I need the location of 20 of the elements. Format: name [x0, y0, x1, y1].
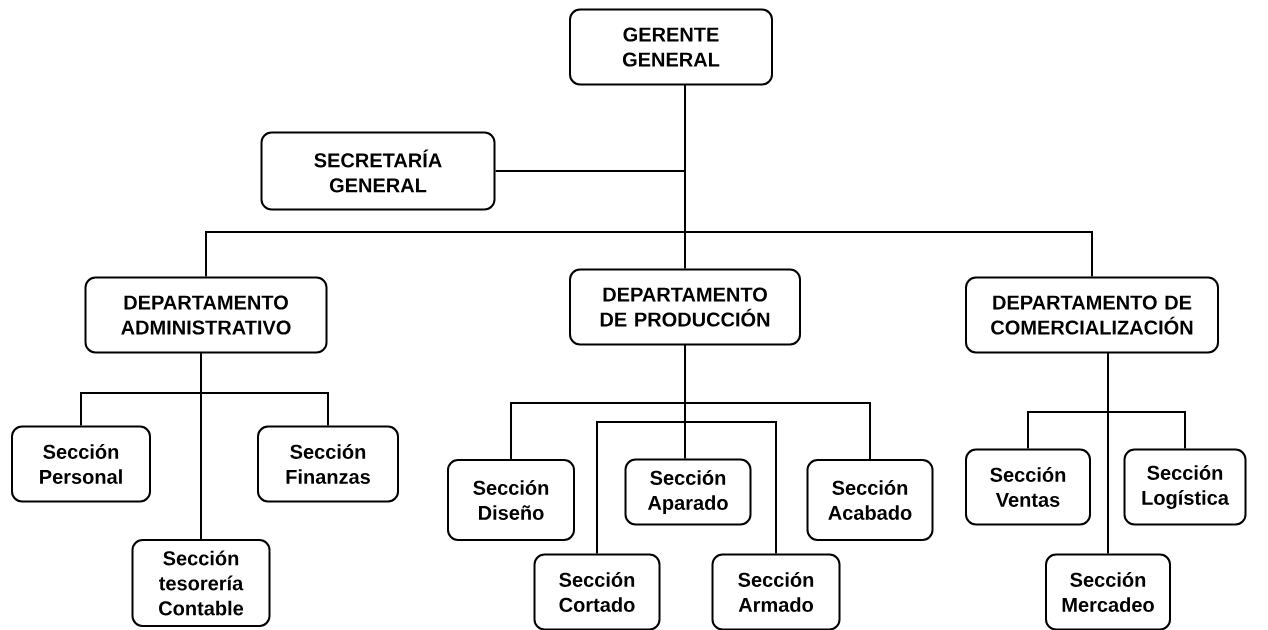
org-box: Sección Aparado	[624, 458, 752, 526]
org-box: Sección Logística	[1123, 448, 1247, 526]
connector-line	[684, 344, 871, 460]
org-box: DEPARTAMENTO DE PRODUCCIÓN	[569, 268, 801, 346]
org-box: Sección Finanzas	[257, 425, 399, 503]
org-box: Sección Ventas	[965, 448, 1091, 526]
org-box: Sección Armado	[711, 553, 841, 630]
org-box: Sección Mercadeo	[1045, 553, 1171, 630]
org-box: Sección Personal	[11, 425, 151, 503]
connector-line	[1107, 352, 1186, 450]
org-box: Sección Acabado	[806, 459, 934, 541]
org-box: Sección tesorería Contable	[131, 539, 271, 627]
connector-line	[200, 352, 329, 427]
connector-line	[684, 84, 1093, 278]
org-box: DEPARTAMENTO ADMINISTRATIVO	[84, 276, 328, 354]
org-box: GERENTE GENERAL	[569, 8, 773, 86]
org-box: Sección Diseño	[447, 459, 575, 541]
org-box: SECRETARÍA GENERAL	[260, 131, 496, 211]
org-box: Sección Cortado	[533, 553, 661, 630]
org-box: DEPARTAMENTO DE COMERCIALIZACIÓN	[965, 276, 1219, 354]
